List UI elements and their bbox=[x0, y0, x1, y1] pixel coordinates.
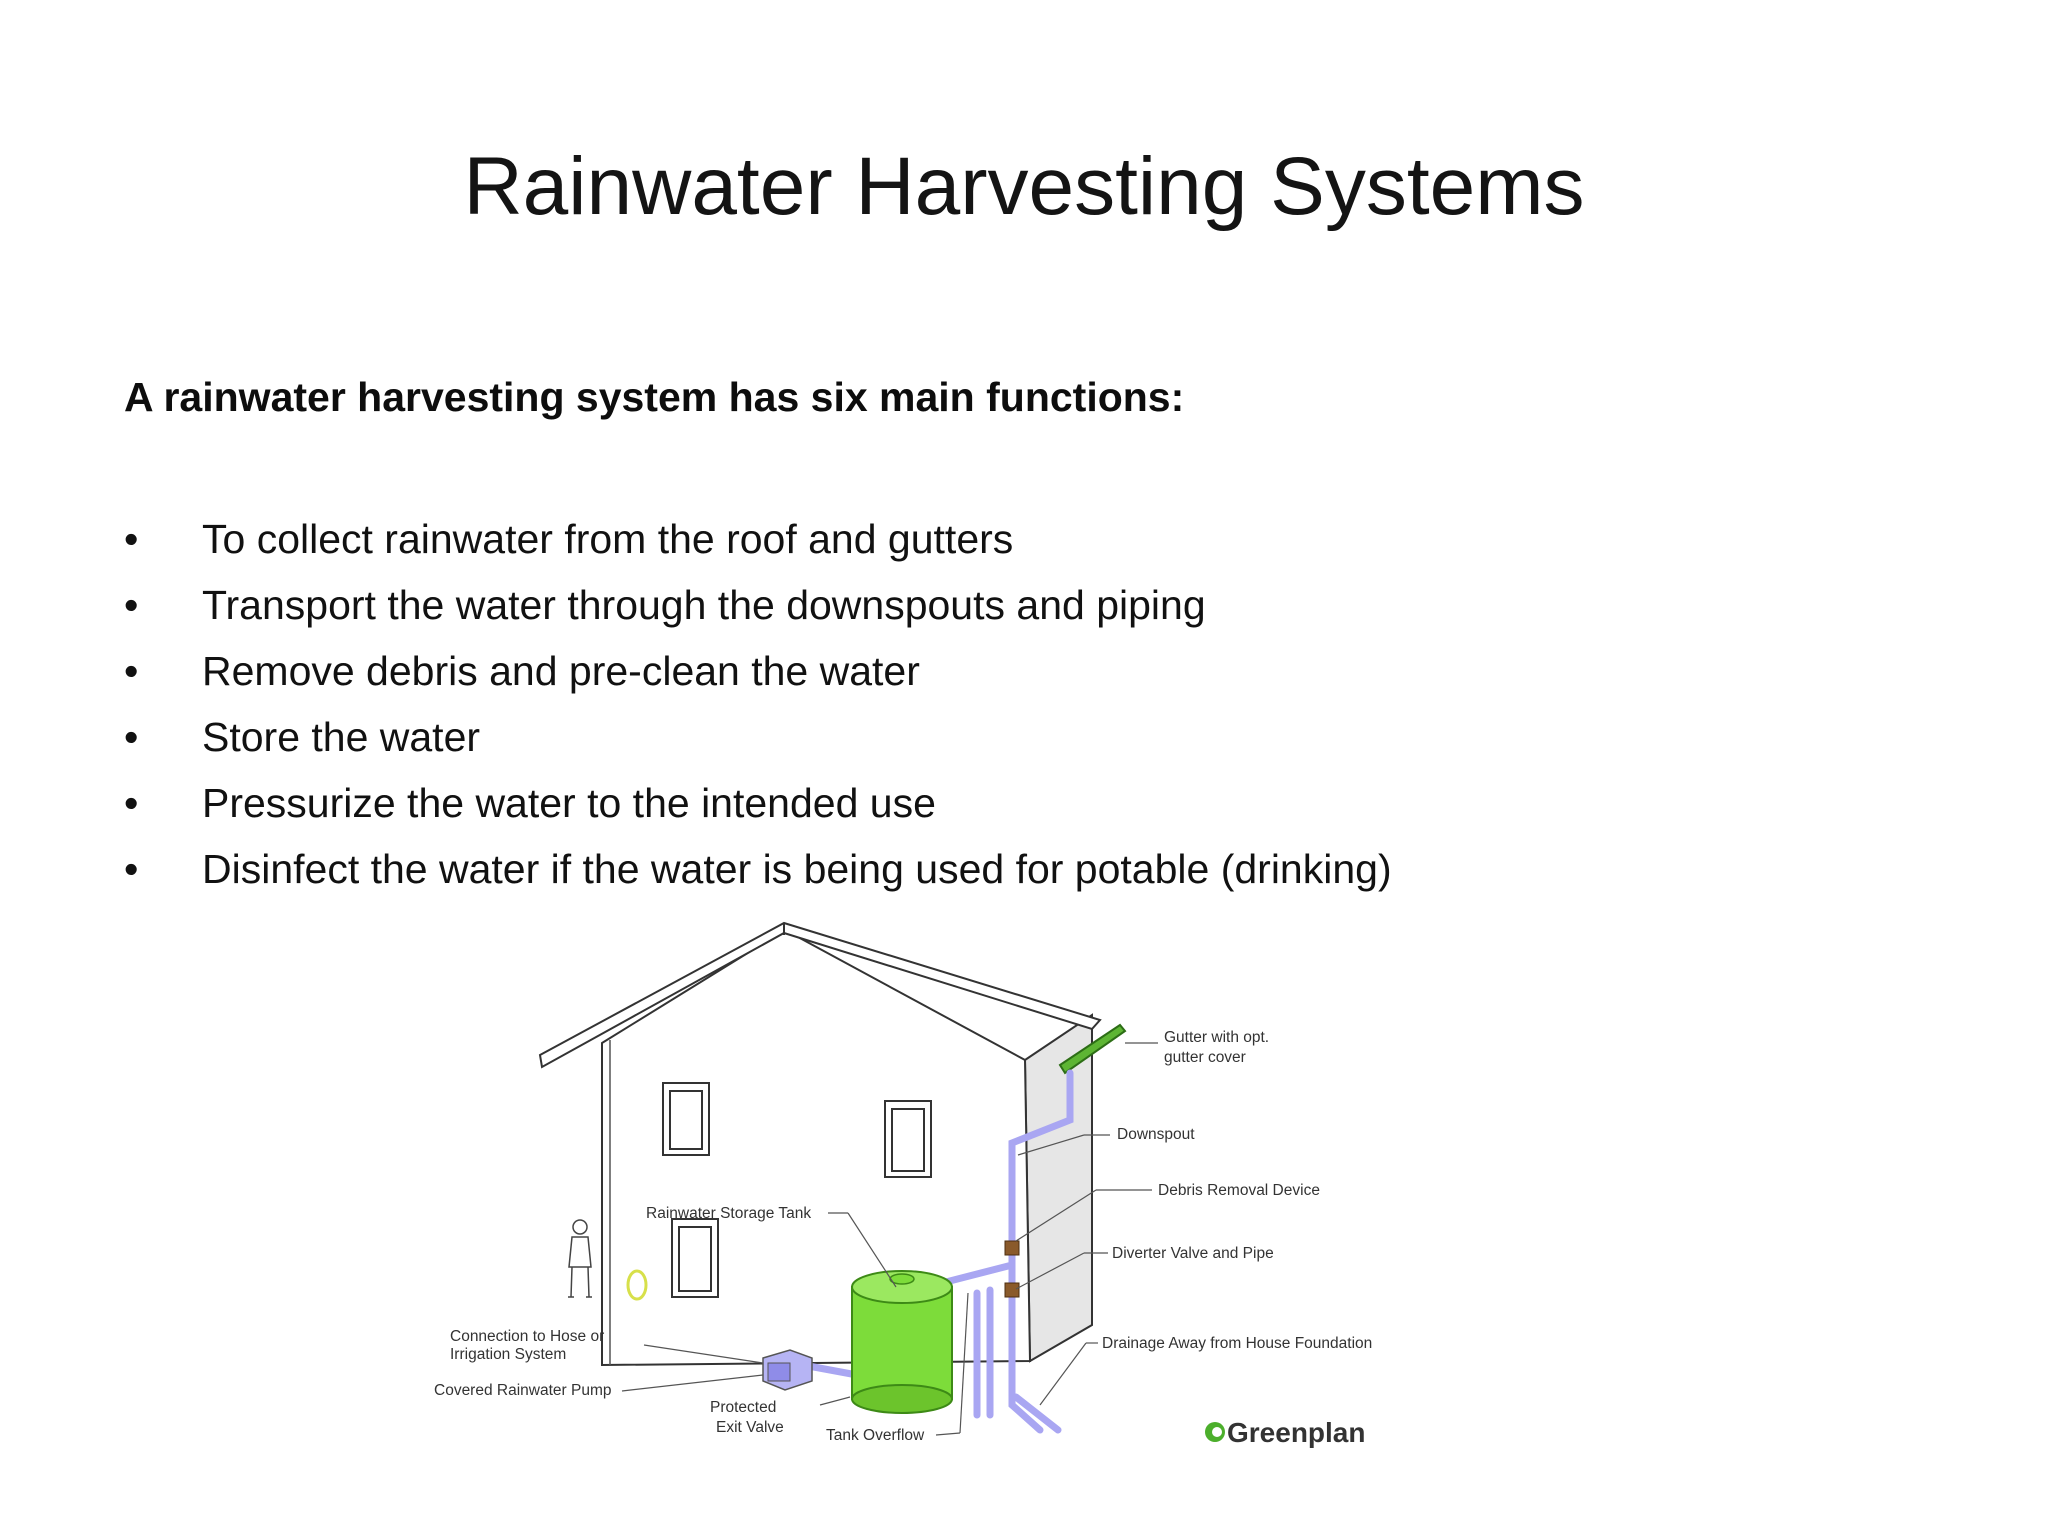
person-figure bbox=[568, 1219, 592, 1298]
slide-title: Rainwater Harvesting Systems bbox=[463, 141, 1585, 232]
label-gutter-2: gutter cover bbox=[1164, 1049, 1246, 1066]
bullet-icon: • bbox=[124, 648, 139, 694]
house-diagram-svg: Gutter with opt. gutter cover Downspout … bbox=[434, 921, 1372, 1448]
bullet-icon: • bbox=[124, 582, 139, 628]
list-item-text: Store the water bbox=[202, 714, 481, 760]
bullet-icon: • bbox=[124, 780, 139, 826]
window-upper-left bbox=[662, 1082, 710, 1156]
label-drainage: Drainage Away from House Foundation bbox=[1102, 1335, 1372, 1352]
label-exit-valve-2: Exit Valve bbox=[716, 1419, 784, 1436]
label-downspout: Downspout bbox=[1117, 1126, 1195, 1143]
list-item-text: Transport the water through the downspou… bbox=[202, 582, 1206, 628]
debris-removal-device bbox=[1004, 1240, 1020, 1256]
list-item-text: Disinfect the water if the water is bein… bbox=[202, 846, 1392, 892]
label-hose-1: Connection to Hose or bbox=[450, 1328, 604, 1345]
greenplan-logo: Greenplan bbox=[1205, 1417, 1365, 1448]
hose-reel bbox=[626, 1269, 648, 1301]
brand-name: Greenplan bbox=[1227, 1417, 1365, 1448]
label-hose-2: Irrigation System bbox=[450, 1346, 566, 1363]
window-lower bbox=[671, 1218, 719, 1298]
diverter-valve bbox=[1004, 1282, 1020, 1298]
bullet-icon: • bbox=[124, 714, 139, 760]
label-diverter-valve: Diverter Valve and Pipe bbox=[1112, 1245, 1274, 1262]
storage-tank bbox=[851, 1270, 953, 1414]
leader-lines bbox=[621, 1042, 1158, 1436]
rainwater-pump bbox=[762, 1349, 813, 1391]
label-exit-valve-1: Protected bbox=[710, 1399, 776, 1416]
list-item-text: To collect rainwater from the roof and g… bbox=[202, 516, 1014, 562]
label-storage-tank: Rainwater Storage Tank bbox=[646, 1205, 811, 1222]
intro-heading: A rainwater harvesting system has six ma… bbox=[124, 374, 1185, 420]
bullet-icon: • bbox=[124, 846, 139, 892]
house-diagram: Gutter with opt. gutter cover Downspout … bbox=[420, 905, 1420, 1475]
gutter bbox=[1058, 1023, 1127, 1075]
label-tank-overflow: Tank Overflow bbox=[826, 1427, 925, 1444]
window-upper-right bbox=[884, 1100, 932, 1178]
list-item-text: Remove debris and pre-clean the water bbox=[202, 648, 920, 694]
label-gutter-1: Gutter with opt. bbox=[1164, 1029, 1269, 1046]
label-debris-removal: Debris Removal Device bbox=[1158, 1182, 1320, 1199]
house-side-wall bbox=[1023, 1013, 1093, 1363]
bullet-icon: • bbox=[124, 516, 139, 562]
label-pump: Covered Rainwater Pump bbox=[434, 1382, 611, 1399]
list-item-text: Pressurize the water to the intended use bbox=[202, 780, 936, 826]
